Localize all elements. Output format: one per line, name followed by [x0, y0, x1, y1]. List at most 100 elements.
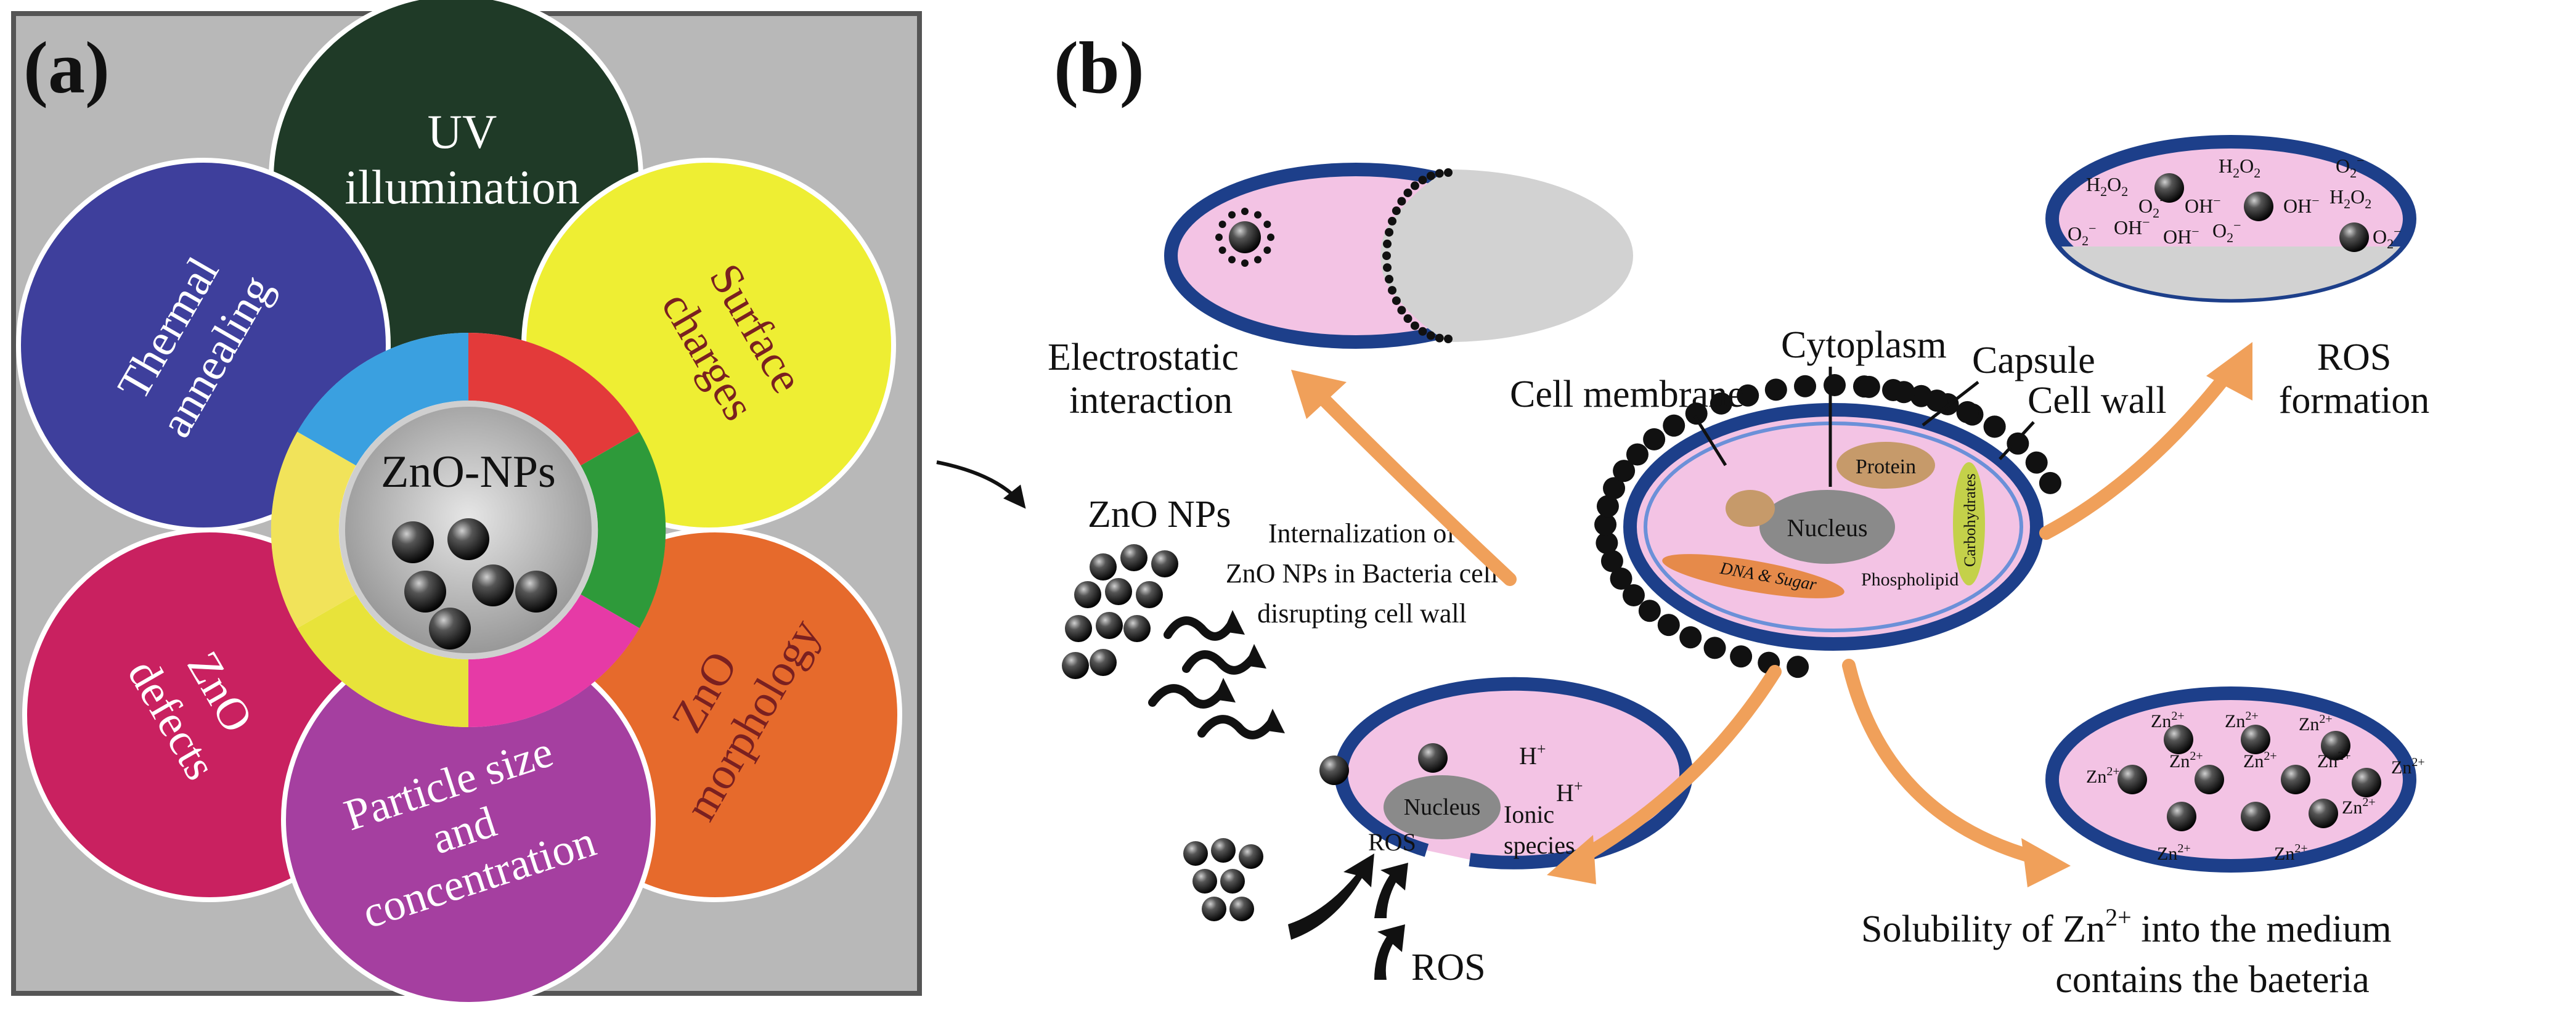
electrostatic-dot [1383, 239, 1392, 248]
ros-h2o2-1: H2O2 [2086, 173, 2128, 199]
zn-ion-label: Zn2+ [2299, 712, 2333, 735]
ionic-label-1: Ionic [1504, 800, 1554, 828]
electrostatic-dot [1385, 227, 1394, 237]
ring-arc-green [580, 431, 666, 629]
arrow-to-internalized [1571, 665, 1782, 866]
cell-membrane-leader [1693, 415, 1727, 466]
capsule-dot [1925, 389, 1948, 412]
carbohydrate-blob [1953, 462, 1985, 585]
zn-ion-label: Zn2+ [2342, 796, 2376, 818]
internalized-ros-label: ROS [1368, 828, 1416, 856]
capsule-dot [1626, 443, 1649, 466]
capsule-dot [1594, 513, 1617, 536]
h-plus-1: H+ [1519, 740, 1546, 770]
orange-arrowheads [1291, 342, 2252, 887]
contains-label: contains the baeteria [2055, 959, 2370, 1001]
ros-h2o2-3: H2O2 [2329, 185, 2371, 211]
electrostatic-dot [1410, 181, 1419, 190]
petal-uv-line2: illumination [344, 160, 579, 214]
capsule-dot [1596, 532, 1618, 555]
ros-o2-2: O2− [2068, 221, 2097, 248]
np-ring-dot [1263, 246, 1271, 254]
capsule-dot [1679, 626, 1702, 649]
capsule-dot [1596, 495, 1619, 518]
zn-ion-label: Zn2+ [2274, 842, 2308, 864]
zn-ion-label: Zn2+ [2151, 709, 2185, 731]
np-ring-dot [1254, 211, 1262, 219]
capsule-dot [1657, 614, 1680, 637]
electrostatic-dot [1418, 176, 1427, 185]
capsule-dot [1730, 645, 1753, 668]
electrostatic-dot [1410, 321, 1419, 330]
capsule-leader [1922, 381, 1979, 426]
arrow-to-electrostatic [1312, 388, 1517, 586]
capsule-dot [1737, 384, 1759, 407]
capsule-dot [1983, 415, 2006, 438]
capsule-dot [1824, 374, 1846, 397]
panel-a-label: (a) [23, 26, 110, 108]
ros-o2-1: O2− [2138, 193, 2167, 221]
capsule-dot [1638, 600, 1661, 622]
capsule-dot [2007, 432, 2029, 455]
capsule-dot [1956, 401, 1979, 423]
np-ring-dot [1267, 234, 1274, 241]
electrostatic-dot [1382, 251, 1391, 260]
electrostatic-dot [1383, 263, 1392, 272]
zn-ion-label: Zn2+ [2225, 709, 2259, 731]
np-ring-dot [1241, 259, 1249, 267]
cell-internalized: Nucleus ROS H+ H+ Ionic species [1319, 677, 1694, 869]
capsule-dot [1857, 375, 1880, 398]
electrostatic-dot [1426, 171, 1435, 181]
ring-arc-yellow [297, 593, 470, 728]
capsule-dot [1710, 392, 1732, 415]
electrostatic-np [1229, 221, 1261, 253]
small-blob [1726, 490, 1775, 527]
ros-oh-3: OH− [2114, 214, 2150, 238]
electrostatic-dot [1392, 206, 1401, 216]
electrostatic-dot [1392, 296, 1401, 305]
ros-h2o2-2: H2O2 [2219, 155, 2260, 181]
capsule-dot [1703, 637, 1726, 659]
protein-label: Protein [1856, 455, 1916, 478]
ros-o2-3: O2− [2212, 218, 2241, 245]
capsule-dot [1764, 378, 1787, 401]
capsule-dot [1613, 460, 1636, 483]
capsule-dot [1893, 381, 1915, 404]
electrostatic-dot [1435, 333, 1444, 343]
cell-wall-label: Cell wall [2028, 380, 2167, 422]
electrostatic-dot [1397, 306, 1406, 315]
petal-uv-line1: UV [428, 105, 497, 158]
ros-formation-label-1: ROS [2317, 336, 2392, 378]
capsule-dot [1685, 402, 1708, 425]
np-ring-dot [1263, 221, 1271, 228]
electrostatic-dot [1388, 286, 1397, 295]
solubility-label: Solubility of Zn2+ into the medium [1861, 903, 2392, 950]
electrostatic-dot [1444, 168, 1453, 177]
dna-sugar-blob [1662, 554, 1844, 598]
h-plus-2: H+ [1556, 777, 1583, 807]
ring-arc-yellow2 [271, 431, 357, 629]
ring-arc-blue [297, 332, 470, 466]
nucleus [1759, 490, 1895, 564]
electrostatic-np-ring [1215, 208, 1274, 267]
capsule-dots [1594, 374, 2061, 678]
capsule-dot [1794, 375, 1817, 397]
cell-membrane-label: Cell membrane [1510, 373, 1744, 415]
zn-ion-labels: Zn2+Zn2+Zn2+Zn2+Zn2+Zn2+Zn2+Zn2+Zn2+Zn2+… [2086, 709, 2425, 864]
internalization-line2: ZnO NPs in Bacteria cell [1226, 558, 1498, 588]
np-ring-dot [1228, 211, 1236, 219]
carbohydrates-label: Carbohydrates [1961, 473, 1979, 567]
cell-ros-formation: H2O2 H2O2 H2O2 OH− OH− OH− OH− O2− O2− O… [2045, 135, 2416, 303]
ring-arc-red [467, 332, 640, 466]
zn-ion-label: Zn2+ [2243, 749, 2277, 772]
internalized-nucleus-label: Nucleus [1404, 794, 1481, 820]
zn-ion-particles [2117, 725, 2381, 831]
electrostatic-dots-curve [1382, 168, 1453, 343]
np-ring-dot [1254, 256, 1262, 264]
capsule-dot [1643, 428, 1666, 450]
np-ring-dot [1218, 246, 1226, 254]
arrow-to-ros-formation [2039, 363, 2238, 540]
panel-b: (b) Electrostatic interaction H2O2 H2O2 … [1048, 26, 2429, 1001]
